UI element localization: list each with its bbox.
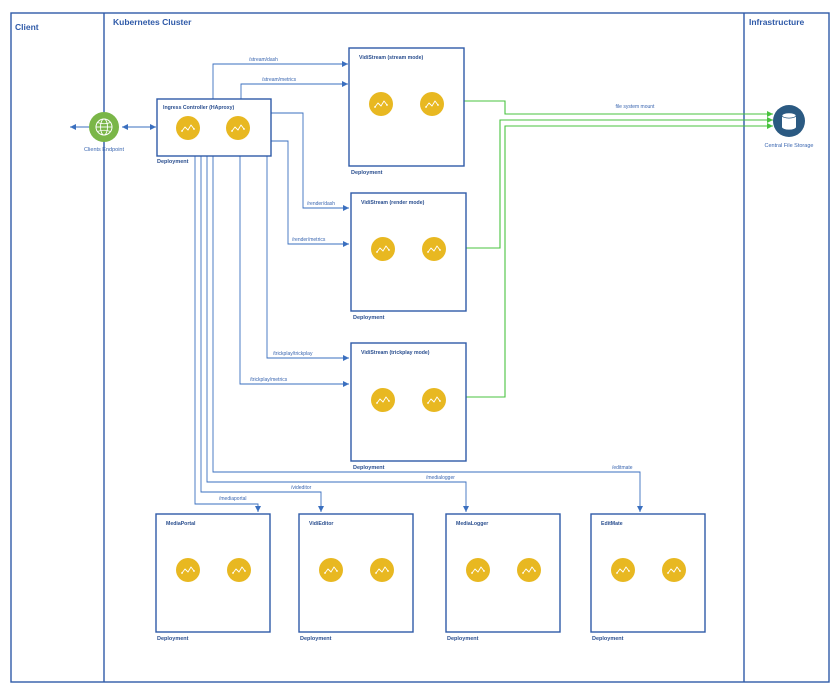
route-label-stream-dash: /stream/dash xyxy=(249,57,278,63)
trickplay-deployment-label: Deployment xyxy=(353,465,385,471)
pod-icon xyxy=(420,92,444,116)
diagram-frame xyxy=(10,12,830,683)
clients-endpoint-label: Clients Endpoint xyxy=(84,147,125,153)
mediaportal-box[interactable]: MediaPortal xyxy=(155,513,271,633)
route-label-medialogger: /medialogger xyxy=(426,475,455,481)
medialogger-deployment-label: Deployment xyxy=(447,636,479,642)
connector-editmate xyxy=(212,156,643,512)
mount-render xyxy=(466,117,773,249)
zone-title-infrastructure: Infrastructure xyxy=(749,17,805,27)
mediaportal-title: MediaPortal xyxy=(166,521,196,527)
connector-render-metrics xyxy=(271,140,349,247)
pod-icon xyxy=(176,116,200,140)
ingress-deployment-label: Deployment xyxy=(157,159,189,165)
render-deployment-label: Deployment xyxy=(353,315,385,321)
pod-icon xyxy=(319,558,343,582)
central-file-storage-label: Central File Storage xyxy=(765,143,814,149)
medialogger-title: MediaLogger xyxy=(456,521,488,527)
pod-icon xyxy=(371,237,395,261)
connector-stream-dash xyxy=(212,61,348,99)
vidistream-stream-title: VidiStream (stream mode) xyxy=(359,55,423,61)
pod-icon xyxy=(370,558,394,582)
pod-icon xyxy=(227,558,251,582)
vidistream-render-box[interactable]: VidiStream (render mode) xyxy=(350,192,467,312)
file-mount-connectors xyxy=(464,100,773,398)
videditor-box[interactable]: VidiEditor xyxy=(298,513,414,633)
videditor-deployment-label: Deployment xyxy=(300,636,332,642)
pod-icon xyxy=(662,558,686,582)
file-mount-label: file system mount xyxy=(616,104,656,110)
editmate-box[interactable]: EditMate xyxy=(590,513,706,633)
pod-icon xyxy=(466,558,490,582)
connector-mediaportal xyxy=(194,156,261,512)
route-label-editmate: /editmate xyxy=(612,465,633,471)
pod-icon xyxy=(176,558,200,582)
mount-stream xyxy=(464,100,773,117)
database-icon xyxy=(773,105,805,137)
pod-icon xyxy=(422,388,446,412)
mount-trickplay xyxy=(466,123,773,398)
zone-title-client: Client xyxy=(15,22,39,32)
route-label-mediaportal: /mediaportal xyxy=(219,496,247,502)
zone-title-cluster: Kubernetes Cluster xyxy=(113,17,192,27)
connector-stream-metrics xyxy=(240,81,348,99)
ingress-controller-box[interactable]: Ingress Controller (HAproxy) xyxy=(156,98,272,157)
connector-medialogger xyxy=(206,156,469,512)
pod-icon xyxy=(226,116,250,140)
stream-deployment-label: Deployment xyxy=(351,170,383,176)
connector-render-dash xyxy=(271,112,349,211)
pod-icon xyxy=(369,92,393,116)
vidistream-stream-box[interactable]: VidiStream (stream mode) xyxy=(348,47,465,167)
editmate-title: EditMate xyxy=(601,521,623,527)
globe-icon xyxy=(89,112,119,142)
videditor-title: VidiEditor xyxy=(309,521,333,527)
route-label-videditor: /videditor xyxy=(291,485,312,491)
ingress-controller-title: Ingress Controller (HAproxy) xyxy=(163,105,234,111)
vidistream-render-title: VidiStream (render mode) xyxy=(361,200,425,206)
route-label-render-dash: /render/dash xyxy=(307,201,335,207)
route-label-render-metrics: /render/metrics xyxy=(292,237,326,243)
connector-videditor xyxy=(200,156,324,512)
connector-trickplay-metrics xyxy=(239,156,349,387)
pod-icon xyxy=(371,388,395,412)
mediaportal-deployment-label: Deployment xyxy=(157,636,189,642)
editmate-deployment-label: Deployment xyxy=(592,636,624,642)
vidistream-trickplay-box[interactable]: VidiStream (trickplay mode) xyxy=(350,342,467,462)
connector-trickplay xyxy=(266,156,349,361)
route-label-trickplay: /trickplay/trickplay xyxy=(273,351,313,357)
pod-icon xyxy=(517,558,541,582)
pod-icon xyxy=(422,237,446,261)
route-label-trickplay-metrics: /trickplay/metrics xyxy=(250,377,288,383)
route-label-stream-metrics: /stream/metrics xyxy=(262,77,297,83)
pod-icon xyxy=(611,558,635,582)
vidistream-trickplay-title: VidiStream (trickplay mode) xyxy=(361,350,430,356)
ingress-connectors xyxy=(194,61,643,512)
medialogger-box[interactable]: MediaLogger xyxy=(445,513,561,633)
